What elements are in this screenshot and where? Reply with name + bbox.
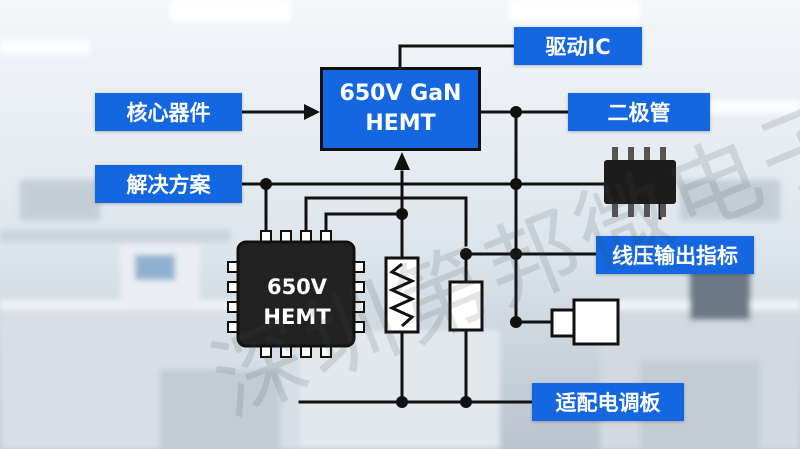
wire-chip-pin3: [324, 212, 404, 239]
sensor-probe: [550, 298, 620, 346]
wire-driver-ic: [398, 44, 516, 69]
resistor-symbol: [384, 256, 420, 334]
chip-line1: 650V: [266, 275, 328, 299]
gan-hemt-line1: 650V GaN: [339, 81, 462, 106]
label-solution: 解决方案: [95, 165, 242, 203]
label-adapter-board: 适配电调板: [532, 383, 684, 421]
chip-line2: HEMT: [263, 305, 331, 329]
junction-dot: [460, 396, 472, 408]
qfn-chip-label: 650V HEMT: [246, 265, 348, 339]
label-core-device: 核心器件: [95, 93, 242, 131]
arrow-core-device: [304, 104, 320, 120]
arrow-to-main-box: [394, 152, 410, 170]
junction-dot: [260, 178, 272, 190]
junction-dot: [510, 316, 522, 328]
junction-dot: [510, 106, 522, 118]
junction-dot: [396, 396, 408, 408]
junction-dot: [396, 208, 408, 220]
ic-8pin: [604, 147, 676, 217]
qfn-chip: [227, 230, 365, 358]
wire-chip-pin2: [304, 196, 468, 247]
label-line-voltage-output: 线压输出指标: [596, 236, 754, 274]
label-driver-ic: 驱动IC: [514, 27, 642, 65]
label-diode: 二极管: [568, 93, 710, 131]
gan-hemt-line2: HEMT: [365, 111, 436, 136]
gan-hemt-box: 650V GaN HEMT: [320, 67, 481, 151]
junction-dot: [510, 178, 522, 190]
junction-dot: [510, 248, 522, 260]
